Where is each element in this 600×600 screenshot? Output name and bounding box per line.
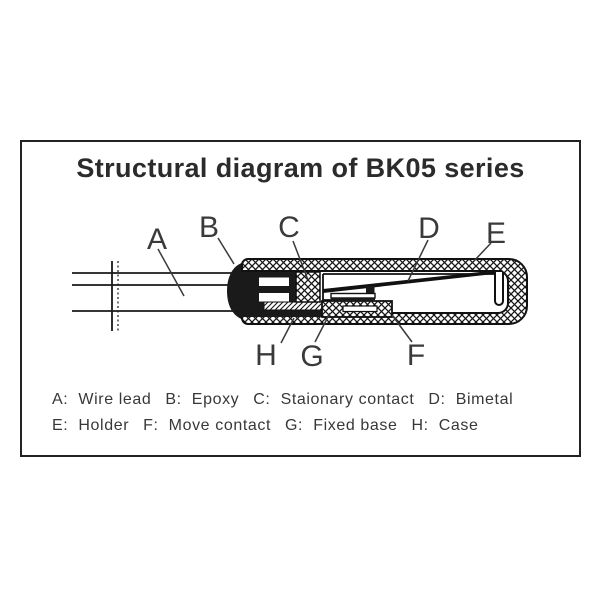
leader-f <box>391 314 413 343</box>
label-h: H <box>255 339 277 372</box>
label-e: E <box>486 217 506 250</box>
leader-d <box>407 239 429 282</box>
leader-a <box>157 248 185 297</box>
bimetal-strip <box>323 270 494 293</box>
leader-h <box>280 317 295 344</box>
leader-e <box>473 242 492 262</box>
label-b: B <box>199 211 219 244</box>
figure-title: Structural diagram of BK05 series <box>76 153 525 183</box>
legend-row-2: E: Holder F: Move contact G: Fixed base … <box>52 417 552 435</box>
figure-border <box>20 140 581 457</box>
label-f: F <box>407 339 425 372</box>
legend-item-case: H: Case <box>411 417 479 434</box>
legend-item-holder: E: Holder <box>52 417 130 434</box>
leader-c <box>292 240 309 281</box>
legend-item-wire-lead: A: Wire lead <box>52 391 152 408</box>
parts-legend: A: Wire lead B: Epoxy C: Staionary conta… <box>52 391 552 443</box>
legend-item-move-contact: F: Move contact <box>143 417 272 434</box>
legend-row-1: A: Wire lead B: Epoxy C: Staionary conta… <box>52 391 552 409</box>
leader-b <box>217 237 235 265</box>
fixed-base-slot <box>342 305 378 313</box>
hatched-strip <box>263 301 323 311</box>
label-d: D <box>418 212 440 245</box>
terminal-slots <box>259 277 289 302</box>
part-labels: A B C D E H G F <box>147 211 506 373</box>
legend-item-epoxy: B: Epoxy <box>165 391 240 408</box>
leader-lines <box>157 237 492 344</box>
label-a: A <box>147 223 167 256</box>
legend-item-bimetal: D: Bimetal <box>428 391 514 408</box>
wire-lead-lines <box>72 272 248 312</box>
stationary-contact-block <box>295 271 321 303</box>
label-c: C <box>278 211 300 244</box>
move-contact <box>330 286 376 302</box>
epoxy-lower-extension <box>296 308 322 317</box>
legend-item-fixed-base: G: Fixed base <box>285 417 398 434</box>
leader-g <box>314 312 331 343</box>
wire-break-mark <box>111 261 119 331</box>
legend-item-stationary-contact: C: Staionary contact <box>253 391 415 408</box>
label-g: G <box>300 340 323 373</box>
holder-notch <box>494 272 504 306</box>
